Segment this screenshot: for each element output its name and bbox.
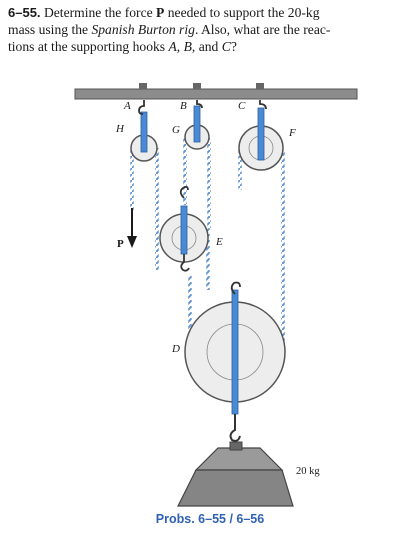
- pulley-d: [184, 281, 286, 442]
- label-h: H: [115, 123, 125, 135]
- label-p: P: [117, 238, 124, 250]
- rig-name: Spanish Burton rig: [91, 22, 195, 37]
- figure-caption: Probs. 6–55 / 6–56: [155, 512, 265, 526]
- hook-b-ref: B: [183, 39, 192, 54]
- support-beam: [74, 88, 358, 100]
- hook-c-ref: C: [221, 39, 231, 54]
- pulley-g: [184, 100, 210, 150]
- hook-a-ref: A: [168, 39, 177, 54]
- problem-text-2b: . Also, what are the reac-: [194, 22, 331, 37]
- label-b: B: [180, 100, 187, 112]
- problem-text-1b: needed to support the 20-kg: [164, 5, 320, 20]
- force-p-arrow: [127, 208, 137, 248]
- label-f: F: [288, 127, 296, 139]
- mass-label: 20 kg: [296, 466, 320, 477]
- pulley-h: [130, 100, 158, 162]
- question-mark: ?: [230, 39, 237, 54]
- label-a: A: [123, 100, 131, 112]
- problem-statement: 6–55. Determine the force P needed to su…: [8, 4, 416, 55]
- problem-text-1a: Determine the force: [43, 5, 157, 20]
- mass-block: [177, 441, 294, 507]
- pulley-e: [159, 185, 209, 272]
- beam-bolts: [139, 83, 264, 89]
- pulley-f: [238, 100, 284, 171]
- label-g: G: [172, 124, 180, 136]
- label-e: E: [215, 236, 223, 248]
- problem-text-2a: mass using the: [8, 22, 92, 37]
- force-symbol: P: [156, 5, 165, 20]
- separator: ,: [176, 39, 184, 54]
- problem-text-3a: tions at the supporting hooks: [8, 39, 169, 54]
- label-d: D: [171, 343, 180, 355]
- problem-number: 6–55.: [8, 5, 41, 20]
- label-c: C: [238, 100, 246, 112]
- separator: , and: [191, 39, 222, 54]
